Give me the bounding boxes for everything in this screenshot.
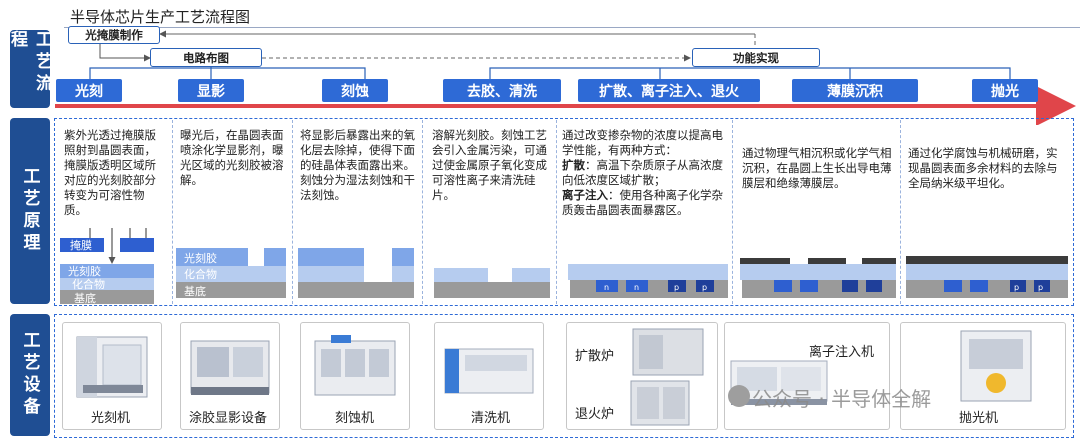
equipment-anneal-label: 退火炉 — [575, 407, 615, 422]
step-strip-clean: 去胶、清洗 — [443, 79, 561, 102]
principle-panel — [54, 118, 1074, 306]
clean-machine-illustration — [444, 348, 534, 394]
wechat-icon — [728, 385, 750, 407]
equipment-litho-label: 光刻机 — [91, 411, 131, 426]
step-develop-label: 显影 — [197, 83, 225, 100]
principle-clean: 溶解光刻胶。刻蚀工艺会引入金属污染，可通过使金属原子氧化变成可溶性离子来清洗硅片… — [432, 128, 547, 202]
equipment-card-polish: 抛光机 — [900, 322, 1066, 430]
cross-sections: 掩膜 光刻胶 化合物 基底 光刻胶 化合物 基底 n n p — [60, 228, 1068, 305]
principle-ion-label: 离子注入 — [562, 188, 608, 202]
principle-polish: 通过化学腐蚀与机械研磨，实现晶圆表面多余材料的去除与全局纳米级平坦化。 — [908, 146, 1058, 190]
bracket-circuit — [89, 67, 366, 79]
layer-mask-label: 掩膜 — [70, 238, 92, 252]
step-polish: 抛光 — [972, 79, 1038, 102]
group-circuit-label: 电路布图 — [183, 50, 229, 65]
layer-compound-label-2: 化合物 — [184, 267, 217, 281]
diagram-litho: 掩膜 光刻胶 化合物 基底 — [60, 228, 154, 305]
step-etch-label: 刻蚀 — [341, 83, 369, 100]
furnace-illustration — [630, 328, 704, 426]
equipment-ion-label: 离子注入机 — [809, 345, 875, 360]
layer-photoresist-label: 光刻胶 — [68, 264, 101, 278]
diagram-etch — [298, 248, 414, 298]
polish-p-1: p — [1014, 283, 1019, 292]
group-function-box: 功能实现 — [692, 48, 820, 67]
flow-connectors — [55, 30, 1076, 125]
polisher-illustration — [960, 330, 1032, 402]
title-underline — [64, 27, 1080, 28]
doping-n-1: n — [604, 283, 609, 292]
layer-photoresist-label-2: 光刻胶 — [184, 251, 217, 265]
principle-doping-intro: 通过改变掺杂物的浓度以提高电学性能，有两种方式： — [562, 128, 723, 157]
principle-doping: 通过改变掺杂物的浓度以提高电学性能，有两种方式： 扩散：高温下杂质原子从高浓度向… — [562, 128, 726, 218]
equipment-card-ion: 离子注入机 — [724, 322, 890, 430]
layer-substrate-label: 基底 — [74, 291, 96, 305]
doping-n-2: n — [634, 283, 639, 292]
equipment-card-etch: 刻蚀机 — [300, 322, 410, 430]
bracket-function — [489, 67, 1011, 79]
equipment-etch-label: 刻蚀机 — [335, 411, 375, 426]
sidebar-flow-label: 工艺流程 — [7, 30, 52, 96]
step-doping-label: 扩散、离子注入、退火 — [599, 83, 739, 100]
sidebar-principle: 工艺原理 — [10, 118, 50, 304]
watermark: 公众号 · 半导体全解 — [752, 387, 932, 411]
sidebar-equipment-label: 工艺设备 — [19, 331, 40, 419]
diagram-polish: p p — [906, 256, 1068, 298]
layer-compound-label: 化合物 — [72, 277, 105, 291]
diagram-develop: 光刻胶 化合物 基底 — [176, 248, 286, 298]
step-doping: 扩散、离子注入、退火 — [578, 79, 760, 102]
equipment-polish-label: 抛光机 — [959, 411, 999, 426]
link-mask-circuit — [99, 44, 151, 62]
diagram-clean — [434, 268, 550, 298]
equipment-card-coater: 涂胶显影设备 — [180, 322, 280, 430]
diagram-deposition — [740, 258, 896, 298]
group-mask-label: 光掩膜制作 — [85, 28, 143, 42]
step-polish-label: 抛光 — [991, 83, 1019, 100]
principle-diffusion-text: ：高温下杂质原子从高浓度向低浓度区域扩散； — [562, 158, 723, 187]
principle-ion-text: ：使用各种离子化学杂质轰击晶圆表面暴露区。 — [562, 188, 723, 217]
etch-machine-illustration — [314, 335, 396, 396]
principle-etch: 将显影后暴露出来的氧化层去除掉，使得下面的硅晶体表面露出来。刻蚀分为湿法刻蚀和干… — [300, 128, 415, 202]
diagram-doping: n n p p — [568, 264, 728, 298]
polish-p-2: p — [1038, 283, 1043, 292]
equipment-diffusion-label: 扩散炉 — [575, 349, 615, 364]
equipment-card-litho: 光刻机 — [62, 322, 162, 430]
step-deposition: 薄膜沉积 — [792, 79, 918, 102]
doping-p-2: p — [702, 283, 707, 292]
principle-deposition: 通过物理气相沉积或化学气相沉积，在晶圆上生长出导电薄膜层和绝缘薄膜层。 — [742, 146, 892, 190]
step-lithography-label: 光刻 — [75, 83, 103, 100]
step-lithography: 光刻 — [56, 79, 122, 102]
coater-machine-illustration — [190, 340, 270, 395]
sidebar-flow: 工艺流程 — [7, 30, 52, 108]
sidebar-equipment: 工艺设备 — [10, 314, 50, 436]
page-title: 半导体芯片生产工艺流程图 — [70, 8, 251, 26]
group-circuit-box: 电路布图 — [150, 48, 262, 67]
group-function-label: 功能实现 — [733, 50, 779, 65]
equipment-panel — [54, 314, 1074, 438]
litho-machine-illustration — [76, 336, 148, 398]
equipment-card-furnace: 扩散炉 退火炉 — [566, 322, 718, 430]
step-etch: 刻蚀 — [322, 79, 388, 102]
equipment-coater-label: 涂胶显影设备 — [189, 411, 268, 426]
principle-develop: 曝光后，在晶圆表面喷涂化学显影剂，曝光区域的光刻胶被溶解。 — [180, 128, 284, 187]
principle-diffusion-label: 扩散 — [562, 158, 585, 172]
equipment-clean-label: 清洗机 — [471, 411, 511, 426]
principle-litho: 紫外光透过掩膜版照射到晶圆表面，掩膜版透明区域所对应的光刻胶部分转变为可溶性物质… — [64, 128, 156, 217]
group-mask-box: 光掩膜制作 — [68, 26, 160, 44]
layer-substrate-label-2: 基底 — [184, 284, 206, 298]
step-deposition-label: 薄膜沉积 — [827, 83, 883, 100]
step-develop: 显影 — [178, 79, 244, 102]
doping-p-1: p — [674, 283, 679, 292]
equipment-card-clean: 清洗机 — [434, 322, 544, 430]
sidebar-principle-label: 工艺原理 — [19, 167, 40, 255]
step-strip-clean-label: 去胶、清洗 — [467, 83, 537, 100]
